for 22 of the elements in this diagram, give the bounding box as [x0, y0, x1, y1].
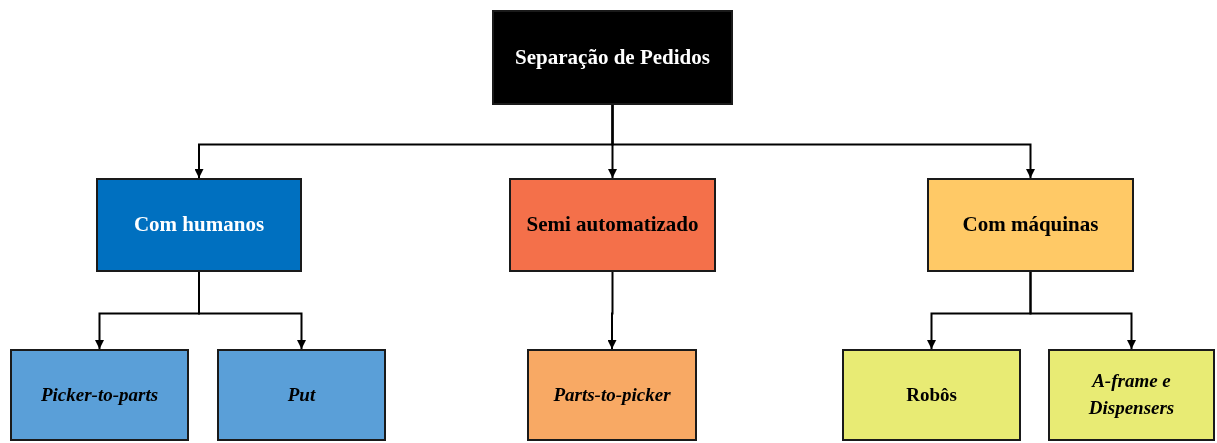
- subcategory-box: [527, 349, 697, 441]
- arrow: [1029, 271, 1136, 350]
- subcategory-box: [10, 349, 189, 441]
- subcategory-box: [217, 349, 386, 441]
- category-box: [927, 178, 1134, 272]
- box-label: Parts-to-picker: [552, 382, 672, 407]
- box-label: Robôs: [905, 382, 958, 407]
- box-label: Semi automatizado: [525, 211, 700, 239]
- arrow: [607, 271, 617, 350]
- box-label: A-frame e Dispensers: [1087, 369, 1176, 420]
- box-label: Put: [286, 382, 317, 407]
- arrow: [198, 271, 306, 350]
- category-box: [96, 178, 302, 272]
- box-label: Picker-to-parts: [39, 382, 160, 407]
- box-label: Separação de Pedidos: [514, 43, 711, 71]
- root-box: [492, 10, 733, 105]
- arrow: [611, 104, 1035, 179]
- box-label: Com máquinas: [961, 211, 1100, 239]
- category-box: [509, 178, 716, 272]
- subcategory-box: [1048, 349, 1215, 441]
- subcategory-box: [842, 349, 1021, 441]
- box-label: Com humanos: [132, 211, 266, 239]
